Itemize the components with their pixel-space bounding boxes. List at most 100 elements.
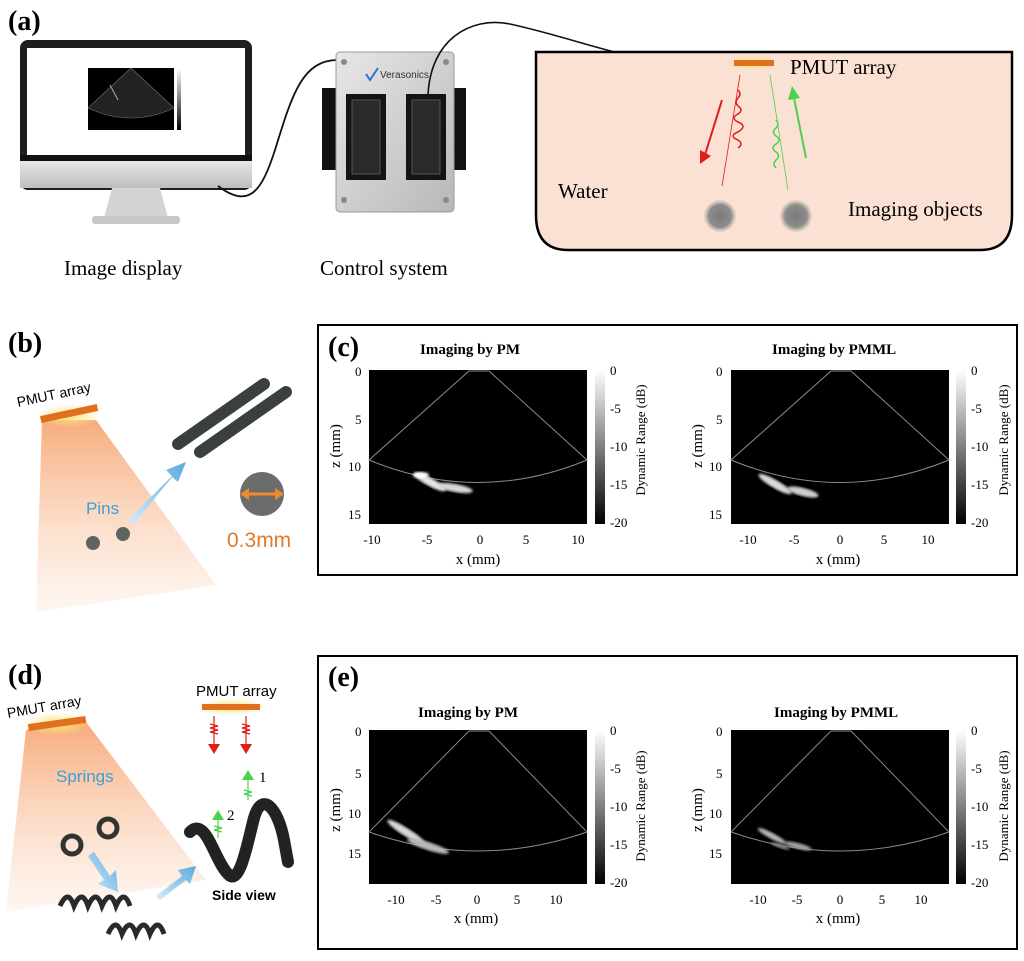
- svg-text:10: 10: [915, 892, 928, 907]
- spring-coils: [57, 894, 167, 941]
- svg-text:-5: -5: [610, 761, 621, 776]
- echo-label-1: 1: [259, 770, 267, 786]
- transmit-wave: [700, 74, 744, 187]
- svg-text:-10: -10: [739, 532, 756, 547]
- imaging-object-2: [780, 200, 812, 232]
- svg-text:0: 0: [971, 363, 978, 378]
- svg-text:0: 0: [355, 364, 362, 379]
- plot-c-pmml: Imaging by PMML Dynamic Range (dB) 0 -5 …: [690, 342, 1011, 568]
- echo-wave: [769, 74, 807, 191]
- springs-label: Springs: [56, 767, 114, 786]
- svg-text:5: 5: [716, 766, 723, 781]
- svg-text:15: 15: [709, 507, 722, 522]
- svg-text:-10: -10: [363, 532, 380, 547]
- pin-dot-2: [116, 527, 130, 541]
- beam-b: [36, 420, 216, 612]
- spring-rings: [60, 816, 120, 857]
- svg-text:-5: -5: [422, 532, 433, 547]
- panel-c-frame: [317, 324, 1018, 576]
- svg-text:-15: -15: [610, 837, 627, 852]
- pmut-array-label-a: PMUT array: [790, 55, 897, 79]
- water-label: Water: [558, 179, 608, 203]
- svg-text:-15: -15: [971, 477, 988, 492]
- springs-side-arrow: [156, 866, 196, 900]
- svg-text:-10: -10: [387, 892, 404, 907]
- svg-text:10: 10: [348, 459, 361, 474]
- svg-text:-5: -5: [789, 532, 800, 547]
- svg-text:Dynamic Range (dB): Dynamic Range (dB): [996, 750, 1011, 861]
- svg-text:5: 5: [514, 892, 521, 907]
- panel-b-tag: (b): [8, 328, 42, 359]
- pmut-array-d: [27, 715, 87, 731]
- monitor-illustration: [20, 40, 252, 224]
- pmut-array-a: [734, 60, 774, 66]
- svg-text:-15: -15: [971, 837, 988, 852]
- svg-text:10: 10: [709, 806, 722, 821]
- svg-text:15: 15: [348, 846, 361, 861]
- plot-title: Imaging by PM: [418, 705, 518, 721]
- svg-text:10: 10: [709, 459, 722, 474]
- svg-text:Dynamic Range (dB): Dynamic Range (dB): [633, 384, 648, 495]
- svg-text:5: 5: [879, 892, 886, 907]
- pin-dot-1: [86, 536, 100, 550]
- svg-text:10: 10: [572, 532, 585, 547]
- svg-text:Dynamic Range (dB): Dynamic Range (dB): [996, 384, 1011, 495]
- svg-text:5: 5: [355, 766, 362, 781]
- panel-e-frame: [317, 655, 1018, 950]
- svg-text:-20: -20: [610, 515, 627, 530]
- svg-text:0: 0: [355, 724, 362, 739]
- svg-text:-20: -20: [610, 875, 627, 890]
- svg-text:5: 5: [881, 532, 888, 547]
- svg-text:-10: -10: [971, 439, 988, 454]
- brand-label: Verasonics: [380, 70, 429, 81]
- svg-text:0: 0: [716, 724, 723, 739]
- down-waves: [208, 716, 252, 754]
- plot-e-pmml: Imaging by PMML Dynamic Range (dB) 0 -5 …: [690, 705, 1011, 927]
- svg-text:z (mm): z (mm): [328, 424, 344, 468]
- panel-a-tag: (a): [8, 6, 41, 37]
- panel-d-tag: (d): [8, 660, 42, 691]
- svg-text:0: 0: [716, 364, 723, 379]
- pins-label: Pins: [86, 499, 119, 518]
- svg-text:x (mm): x (mm): [454, 911, 499, 927]
- svg-text:z (mm): z (mm): [690, 424, 706, 468]
- svg-text:0: 0: [610, 363, 617, 378]
- svg-text:0: 0: [971, 723, 978, 738]
- svg-text:x (mm): x (mm): [816, 552, 861, 568]
- svg-text:10: 10: [922, 532, 935, 547]
- imaging-object-1: [704, 200, 736, 232]
- svg-text:-5: -5: [431, 892, 442, 907]
- svg-text:-10: -10: [610, 799, 627, 814]
- cable-monitor-box: [217, 59, 339, 198]
- svg-text:10: 10: [348, 806, 361, 821]
- svg-text:5: 5: [523, 532, 530, 547]
- svg-text:0: 0: [474, 892, 481, 907]
- echo-arrows: [212, 770, 254, 838]
- side-view-label: Side view: [212, 887, 276, 903]
- image-display-label: Image display: [64, 256, 183, 280]
- svg-text:Dynamic Range (dB): Dynamic Range (dB): [633, 750, 648, 861]
- svg-text:-10: -10: [749, 892, 766, 907]
- pmut-array-d-right: [202, 704, 260, 710]
- svg-text:-5: -5: [971, 761, 982, 776]
- plot-title: Imaging by PM: [420, 342, 520, 358]
- svg-text:5: 5: [716, 412, 723, 427]
- spring-side-view: [184, 798, 294, 883]
- panel-e-tag: (e): [328, 662, 359, 693]
- svg-text:-5: -5: [610, 401, 621, 416]
- svg-text:x (mm): x (mm): [456, 552, 501, 568]
- svg-text:15: 15: [348, 507, 361, 522]
- svg-text:x (mm): x (mm): [816, 911, 861, 927]
- svg-text:-5: -5: [971, 401, 982, 416]
- svg-text:5: 5: [355, 412, 362, 427]
- svg-text:-20: -20: [971, 875, 988, 890]
- svg-text:0: 0: [837, 892, 844, 907]
- plot-e-pm: Imaging by PM Dynamic Range (dB) 0 -5 -1…: [328, 705, 648, 927]
- svg-text:-10: -10: [971, 799, 988, 814]
- svg-text:0: 0: [610, 723, 617, 738]
- springs-down-arrow: [88, 852, 118, 892]
- svg-text:-5: -5: [792, 892, 803, 907]
- pin-rods: [172, 378, 292, 458]
- svg-text:10: 10: [550, 892, 563, 907]
